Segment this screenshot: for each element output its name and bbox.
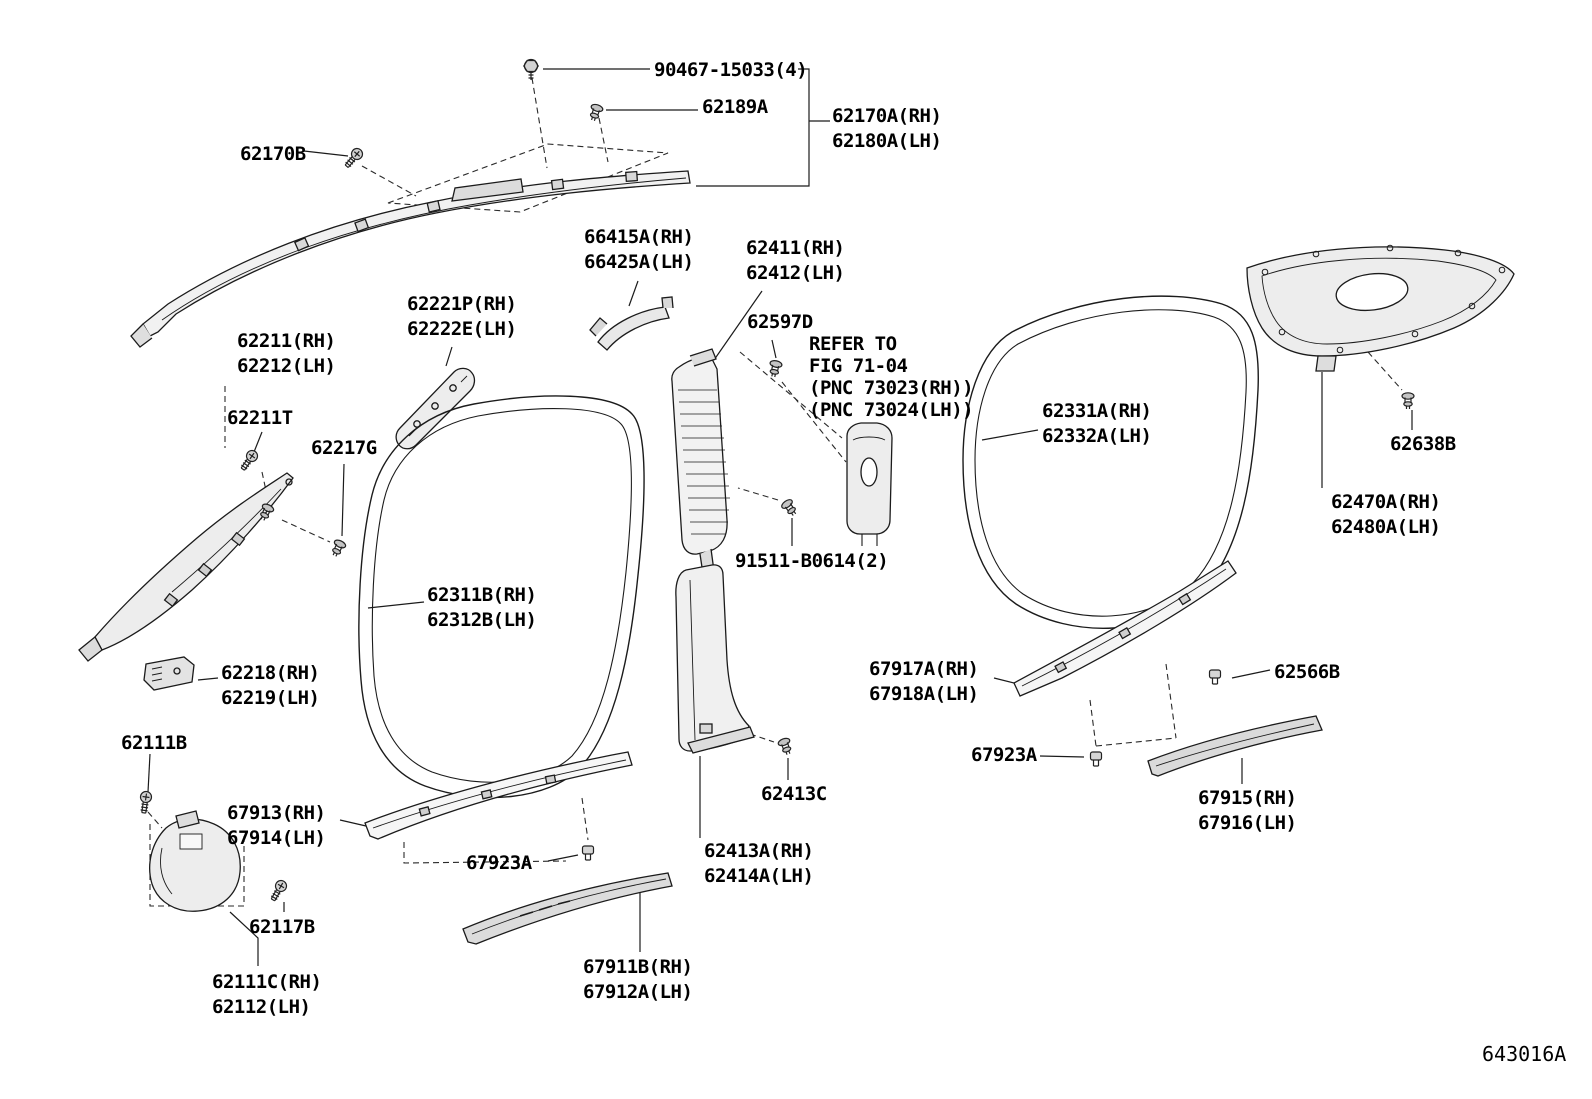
clip-icon	[776, 736, 795, 757]
clip-icon	[586, 102, 605, 123]
label-62638b: 62638B	[1390, 433, 1456, 455]
rear-sill-plate-drawing	[1147, 715, 1323, 777]
clip-icon	[581, 845, 595, 861]
label-67915: 67915(RH) 67916(LH)	[1198, 786, 1297, 836]
label-62566b: 62566B	[1274, 661, 1340, 683]
label-62170b: 62170B	[240, 143, 306, 165]
clip-icon	[1089, 751, 1103, 767]
label-67917a: 67917A(RH) 67918A(LH)	[869, 657, 979, 707]
label-line: (PNC 73023(RH))	[809, 377, 974, 399]
label-line: 62411(RH)	[746, 237, 845, 259]
label-line: (PNC 73024(LH))	[809, 399, 974, 421]
label-line: 62219(LH)	[221, 687, 320, 709]
label-62470a: 62470A(RH) 62480A(LH)	[1331, 490, 1441, 540]
retainer-62221p-drawing	[395, 367, 476, 450]
label-line: 67914(LH)	[227, 827, 326, 849]
b-pillar-upper-garnish-drawing	[671, 348, 730, 575]
label-line: 67918A(LH)	[869, 683, 979, 705]
label-62413a: 62413A(RH) 62414A(LH)	[704, 839, 814, 889]
label-line: 62412(LH)	[746, 262, 845, 284]
bolt-icon	[137, 790, 153, 815]
label-line: 62222E(LH)	[407, 318, 517, 340]
label-line: 67915(RH)	[1198, 787, 1297, 809]
label-62211: 62211(RH) 62212(LH)	[237, 329, 336, 379]
roof-side-garnish-support-drawing	[589, 296, 674, 351]
clip-icon	[779, 497, 800, 519]
label-line: 62332A(LH)	[1042, 425, 1152, 447]
label-line: 66425A(LH)	[584, 251, 694, 273]
label-62311b: 62311B(RH) 62312B(LH)	[427, 583, 537, 633]
label-67913: 67913(RH) 67914(LH)	[227, 801, 326, 851]
rear-scuff-plate-drawing	[1013, 560, 1237, 697]
label-62211t: 62211T	[227, 407, 293, 429]
label-62597d: 62597D	[747, 311, 813, 333]
label-line: 66415A(RH)	[584, 226, 694, 248]
leader-lines	[147, 68, 1413, 966]
label-62217g: 62217G	[311, 437, 377, 459]
label-line: 62111C(RH)	[212, 971, 322, 993]
belt-anchor-cover-drawing	[846, 422, 893, 546]
label-line: 62414A(LH)	[704, 865, 814, 887]
label-line: 62211(RH)	[237, 330, 336, 352]
label-62117b: 62117B	[249, 916, 315, 938]
label-line: 62218(RH)	[221, 662, 320, 684]
label-line: 62470A(RH)	[1331, 491, 1441, 513]
label-line: REFER TO	[809, 333, 897, 355]
label-line: 67911B(RH)	[583, 956, 693, 978]
label-62411: 62411(RH) 62412(LH)	[746, 236, 845, 286]
label-91511-b0614: 91511-B0614(2)	[735, 550, 889, 572]
grommet-icon	[328, 537, 348, 559]
figure-code: 643016A	[1482, 1042, 1567, 1066]
screw-icon	[267, 877, 290, 904]
label-line: 62221P(RH)	[407, 293, 517, 315]
label-line: 62413A(RH)	[704, 840, 814, 862]
label-67923a-rear: 67923A	[971, 744, 1037, 766]
screw-icon	[341, 145, 366, 171]
label-62413c: 62413C	[761, 783, 827, 805]
front-scuff-plate-drawing	[364, 751, 633, 840]
label-90467-15033: 90467-15033(4)	[654, 59, 808, 81]
clip-icon	[1208, 669, 1222, 685]
label-67911b: 67911B(RH) 67912A(LH)	[583, 955, 693, 1005]
roof-side-rail-drawing	[130, 170, 691, 348]
label-line: 62180A(LH)	[832, 130, 942, 152]
a-pillar-garnish-drawing	[78, 472, 294, 662]
label-refer-note: REFER TO FIG 71-04 (PNC 73023(RH)) (PNC …	[809, 333, 974, 421]
label-line: 67912A(LH)	[583, 981, 693, 1003]
label-62221p: 62221P(RH) 62222E(LH)	[407, 292, 517, 342]
label-62189a: 62189A	[702, 96, 768, 118]
cowl-side-trim-drawing	[149, 810, 241, 912]
label-66415a: 66415A(RH) 66425A(LH)	[584, 225, 694, 275]
bolt-icon	[523, 58, 539, 81]
label-line: 62112(LH)	[212, 996, 311, 1018]
front-sill-plate-drawing	[462, 872, 673, 945]
label-62170a: 62170A(RH) 62180A(LH)	[832, 104, 942, 154]
label-line: 62312B(LH)	[427, 609, 537, 631]
bracket-62218-drawing	[143, 656, 195, 691]
screw-icon	[237, 447, 261, 473]
grommet-icon	[766, 359, 784, 379]
label-line: 62212(LH)	[237, 355, 336, 377]
b-pillar-lower-garnish-drawing	[675, 564, 755, 754]
label-line: 62331A(RH)	[1042, 400, 1152, 422]
label-line: 67916(LH)	[1198, 812, 1297, 834]
label-line: 67917A(RH)	[869, 658, 979, 680]
label-62111c: 62111C(RH) 62112(LH)	[212, 970, 322, 1020]
label-line: 62480A(LH)	[1331, 516, 1441, 538]
label-62111b: 62111B	[121, 732, 187, 754]
label-line: FIG 71-04	[809, 355, 908, 377]
label-line: 67913(RH)	[227, 802, 326, 824]
grommet-icon	[1401, 392, 1415, 410]
label-67923a-front: 67923A	[466, 852, 532, 874]
label-62218: 62218(RH) 62219(LH)	[221, 661, 320, 711]
label-line: 62311B(RH)	[427, 584, 537, 606]
label-62331a: 62331A(RH) 62332A(LH)	[1042, 399, 1152, 449]
label-line: 62170A(RH)	[832, 105, 942, 127]
quarter-pillar-trim-drawing	[1246, 244, 1515, 372]
